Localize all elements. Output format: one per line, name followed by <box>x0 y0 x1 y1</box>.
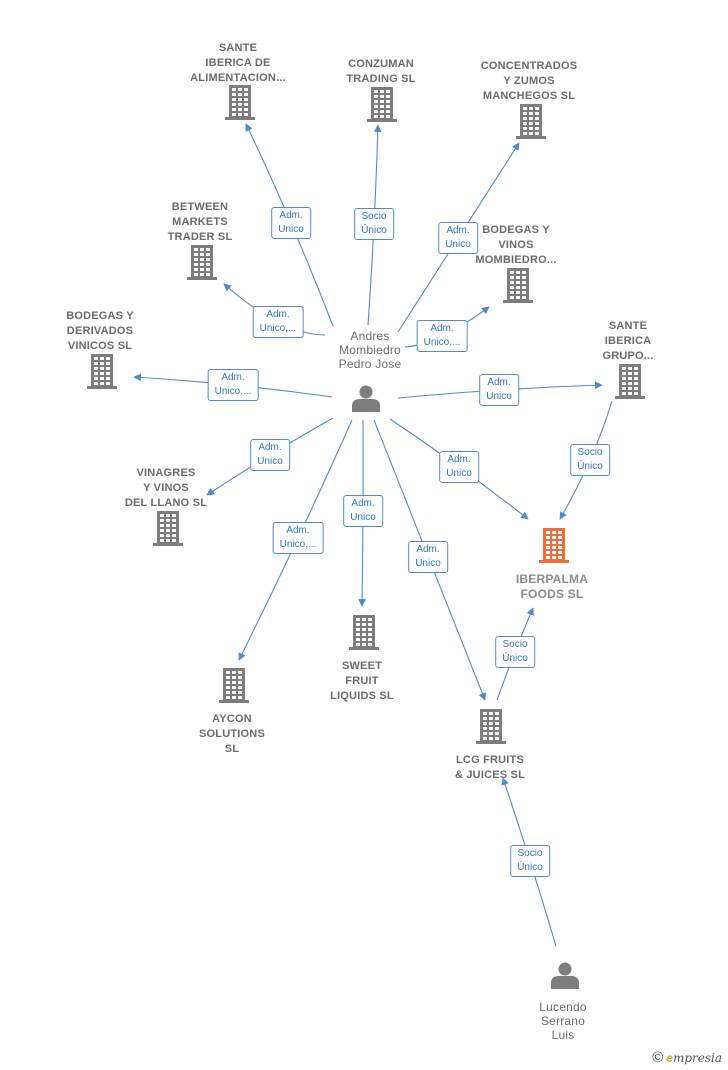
edge-label[interactable]: Adm. Unico <box>438 222 478 254</box>
building-icon-sante_alim[interactable] <box>225 85 255 120</box>
node-label-sante_grupo[interactable]: SANTE IBERICA GRUPO... <box>602 320 654 362</box>
edge-label[interactable]: Adm. Unico,... <box>252 306 304 338</box>
node-label-between[interactable]: BETWEEN MARKETS TRADER SL <box>167 201 233 243</box>
person-icon-andres[interactable] <box>352 385 380 413</box>
edge-label[interactable]: Adm. Unico <box>250 439 290 471</box>
building-icon-bodegas_vinos[interactable] <box>503 268 533 303</box>
building-icon-bodegas_deriv[interactable] <box>87 354 117 389</box>
edge-label[interactable]: Socio Único <box>570 444 610 476</box>
building-icon-iberpalma[interactable] <box>539 528 569 563</box>
node-label-aycon[interactable]: AYCON SOLUTIONS SL <box>199 713 265 755</box>
edge-label[interactable]: Adm. Unico,... <box>272 522 324 554</box>
node-label-conzuman[interactable]: CONZUMAN TRADING SL <box>346 58 416 85</box>
node-label-lcg[interactable]: LCG FRUITS & JUICES SL <box>454 754 526 781</box>
person-icon-lucendo[interactable] <box>551 962 579 990</box>
building-icon-concentrados[interactable] <box>516 104 546 139</box>
edge-label[interactable]: Socio Único <box>495 636 535 668</box>
node-label-lucendo[interactable]: Lucendo Serrano Luis <box>539 1000 587 1042</box>
edge-label[interactable]: Adm. Unico <box>479 374 519 406</box>
brand-initial: e <box>666 1051 673 1065</box>
node-label-bodegas_vinos[interactable]: BODEGAS Y VINOS MOMBIEDRO... <box>475 224 557 266</box>
building-icon-aycon[interactable] <box>219 668 249 703</box>
edge-label[interactable]: Adm. Unico <box>408 541 448 573</box>
node-label-sante_alim[interactable]: SANTE IBERICA DE ALIMENTACION... <box>190 42 286 84</box>
edge-label[interactable]: Adm. Unico <box>439 451 479 483</box>
edge-label[interactable]: Socio Único <box>354 208 394 240</box>
footer-brand: ©empresia <box>652 1049 722 1066</box>
edge-label[interactable]: Socio Único <box>510 845 550 877</box>
edge-label[interactable]: Adm. Unico <box>343 495 383 527</box>
node-label-andres[interactable]: Andres Mombiedro Pedro Jose <box>338 329 402 371</box>
edge-label[interactable]: Adm. Unico <box>271 207 311 239</box>
building-icon-lcg[interactable] <box>476 709 506 744</box>
node-label-sweet[interactable]: SWEET FRUIT LIQUIDS SL <box>330 660 394 702</box>
building-icon-conzuman[interactable] <box>367 87 397 122</box>
node-label-bodegas_deriv[interactable]: BODEGAS Y DERIVADOS VINICOS SL <box>66 310 134 352</box>
building-icon-sante_grupo[interactable] <box>615 364 645 399</box>
copyright-icon: © <box>652 1049 664 1066</box>
edge-label[interactable]: Adm. Unico,... <box>416 320 468 352</box>
node-label-concentrados[interactable]: CONCENTRADOS Y ZUMOS MANCHEGOS SL <box>480 60 578 102</box>
building-icon-vinagres[interactable] <box>153 511 183 546</box>
node-label-iberpalma[interactable]: IBERPALMA FOODS SL <box>515 572 589 601</box>
node-label-vinagres[interactable]: VINAGRES Y VINOS DEL LLANO SL <box>124 467 208 509</box>
edge-label[interactable]: Adm. Unico,... <box>207 369 259 401</box>
brand-name: mpresia <box>672 1051 722 1065</box>
building-icon-sweet[interactable] <box>349 615 379 650</box>
building-icon-between[interactable] <box>187 245 217 280</box>
